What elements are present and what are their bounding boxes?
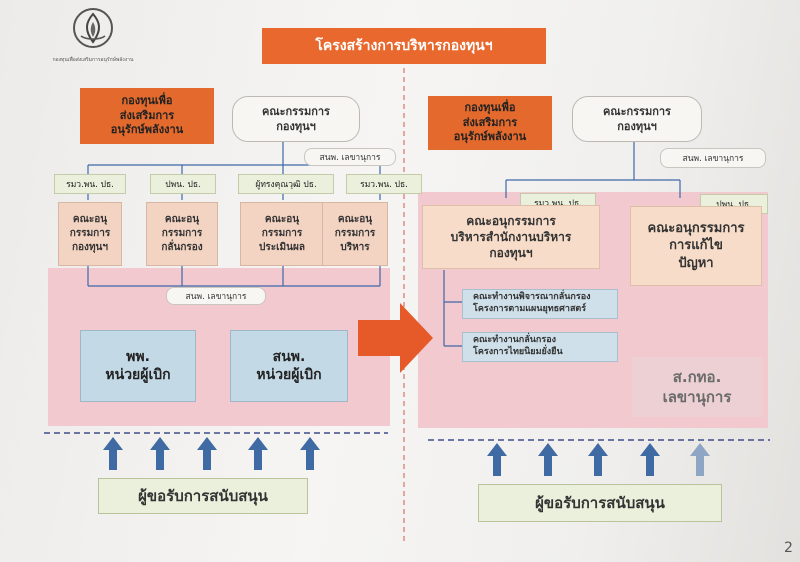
right-secretary-top: สนพ. เลขานุการ	[660, 148, 766, 168]
left-committee-1: คณะอนุ กรรมการ กองทุนฯ	[58, 202, 122, 266]
left-committee-2: คณะอนุ กรรมการ กลั่นกรอง	[146, 202, 218, 266]
left-committee-3: คณะอนุ กรรมการ ประเมินผล	[240, 202, 324, 266]
right-working-group-1: คณะทำงานพิจารณากลั่นกรอง โครงการตามแผนยุ…	[462, 289, 618, 319]
left-chair-1: รมว.พน. ปธ.	[54, 174, 126, 194]
right-fund-board: คณะกรรมการ กองทุนฯ	[572, 96, 702, 142]
right-committee-right: คณะอนุกรรมการ การแก้ไข ปัญหา	[630, 206, 762, 286]
left-chair-3: ผู้ทรงคุณวุฒิ ปธ.	[238, 174, 334, 194]
logo: กองทุนเพื่อส่งเสริมการอนุรักษ์พลังงาน	[48, 6, 138, 63]
left-unit-dede: พพ. หน่วยผู้เบิก	[80, 330, 196, 402]
left-unit-eppo: สนพ. หน่วยผู้เบิก	[230, 330, 348, 402]
left-chair-4: รมว.พน. ปธ.	[346, 174, 422, 194]
logo-text: กองทุนเพื่อส่งเสริมการอนุรักษ์พลังงาน	[52, 57, 134, 63]
right-applicant-box: ผู้ขอรับการสนับสนุน	[478, 484, 722, 522]
logo-emblem-icon	[73, 8, 113, 48]
left-applicant-box: ผู้ขอรับการสนับสนุน	[98, 478, 308, 514]
left-fund-board: คณะกรรมการ กองทุนฯ	[232, 96, 360, 142]
page-title: โครงสร้างการบริหารกองทุนฯ	[262, 28, 546, 64]
left-secretary-top: สนพ. เลขานุการ	[304, 148, 396, 166]
right-working-group-2: คณะทำงานกลั่นกรอง โครงการไทยนิยมยั่งยืน	[462, 332, 618, 362]
right-fund-label: กองทุนเพื่อ ส่งเสริมการ อนุรักษ์พลังงาน	[428, 96, 552, 150]
left-committee-4: คณะอนุ กรรมการ บริหาร	[322, 202, 388, 266]
page-number: 2	[784, 540, 793, 556]
right-secretariat: ส.กทอ. เลขานุการ	[632, 357, 762, 417]
right-committee-left: คณะอนุกรรมการ บริหารสำนักงานบริหาร กองทุ…	[422, 205, 600, 269]
left-chair-2: ปพน. ปธ.	[150, 174, 216, 194]
left-secretary-mid: สนพ. เลขานุการ	[166, 287, 266, 305]
left-fund-label: กองทุนเพื่อ ส่งเสริมการ อนุรักษ์พลังงาน	[80, 88, 214, 144]
